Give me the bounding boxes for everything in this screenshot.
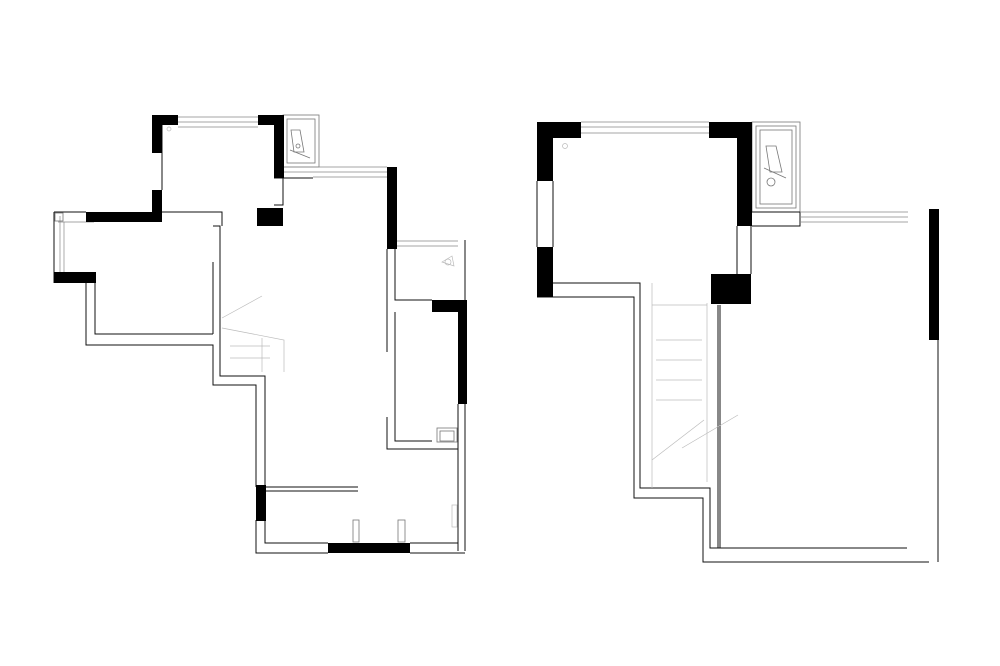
fixture-dot [562,143,568,149]
lower-floor-outline [53,114,466,554]
upper-floor-plan [536,121,939,563]
fixture-dot [166,126,172,132]
sink-icon [441,255,455,267]
lower-floor-walls [54,115,467,553]
toilet-icon [763,145,787,187]
lower-floor-plan [53,114,467,554]
toilet-icon [289,129,311,159]
staircase-icon [221,295,285,372]
upper-floor-walls [537,122,939,340]
upper-floor-outline [536,121,939,563]
